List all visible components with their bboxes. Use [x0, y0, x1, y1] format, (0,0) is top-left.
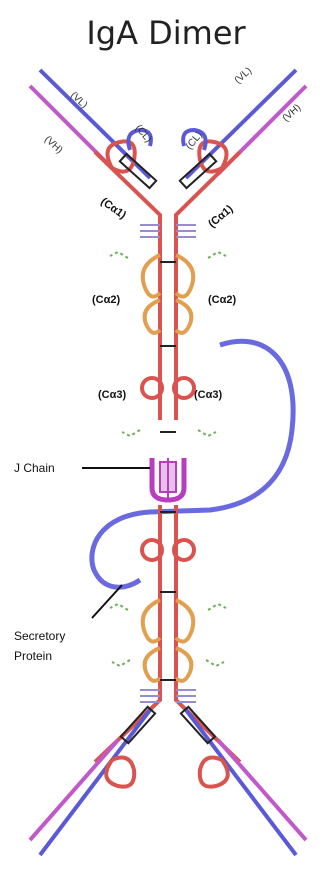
ca1-label-left: (Cα1): [98, 196, 128, 222]
secretory-label-line2: Protein: [14, 649, 52, 663]
secretory-label-line1: Secretory: [14, 629, 65, 643]
vl-label-left: (VL): [68, 90, 89, 111]
j-chain: [152, 458, 184, 500]
diagram-title: IgA Dimer: [86, 14, 246, 52]
ca1-loop-bottom-right: [200, 758, 228, 787]
ca2-label-right: (Cα2): [208, 294, 236, 306]
ca2-bottom-left: [143, 600, 160, 642]
variable-heavy-bottom-left: [30, 740, 118, 840]
glycan-green-bottom: [110, 604, 226, 666]
ca2-hinge-right: [176, 255, 193, 297]
ca3-label-left: (Cα3): [98, 389, 126, 401]
vl-label-right: (VL): [233, 65, 254, 86]
glycan-top-left: [140, 225, 160, 237]
ca2-hinge-left: [143, 255, 160, 297]
j-chain-label: J Chain: [14, 461, 55, 475]
top-monomer: [30, 70, 306, 436]
ca2-lower-left: [145, 300, 160, 333]
ca2-bottom-right: [176, 600, 193, 642]
glycan-green-top: [110, 252, 226, 436]
ca1-label-right: (Cα1): [206, 203, 236, 231]
vh-label-left: (VH): [42, 134, 65, 156]
ca2-lower-right: [176, 300, 191, 333]
heavy-arm-bottom-right: [176, 505, 240, 762]
glycan-top-right: [176, 225, 196, 237]
secretory-pointer: [92, 585, 122, 618]
ca2-bottom-lower-right: [176, 648, 191, 681]
heavy-arm-bottom-left: [95, 505, 160, 762]
variable-heavy-bottom-right: [218, 740, 306, 840]
ca3-label-right: (Cα3): [194, 389, 222, 401]
ca2-bottom-lower-left: [145, 648, 160, 681]
ca2-label-left: (Cα2): [92, 294, 120, 306]
ca1-loop-bottom-left: [106, 758, 134, 787]
